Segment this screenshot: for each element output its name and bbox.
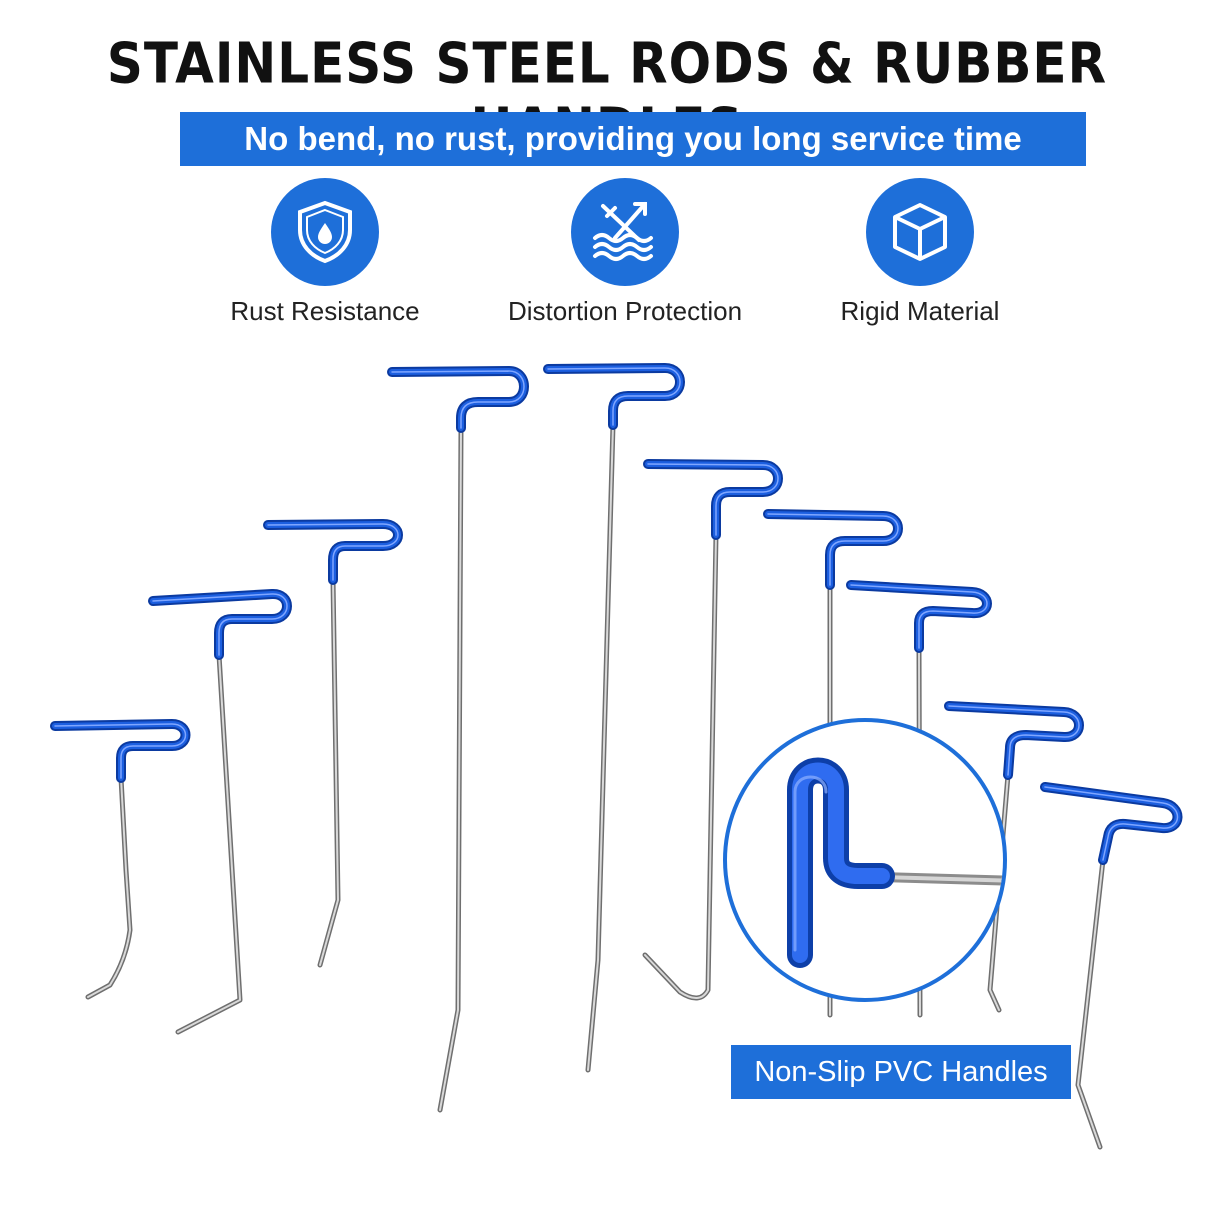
rod-shaft xyxy=(585,422,616,1073)
rod-shaft xyxy=(319,579,339,966)
rod-shaft xyxy=(587,424,614,1071)
rod-2 xyxy=(148,589,292,1035)
feature-distortion-protection: Distortion Protection xyxy=(485,178,765,327)
rod-shaft xyxy=(644,534,717,999)
waves-arrows-icon xyxy=(571,178,679,286)
rod-handle xyxy=(54,723,187,779)
rod-handle xyxy=(767,513,899,586)
feature-label: Rigid Material xyxy=(840,296,1000,326)
rod-shaft xyxy=(177,654,241,1033)
rod-handle xyxy=(391,370,525,429)
shield-droplet-icon xyxy=(271,178,379,286)
rod-shaft xyxy=(1075,857,1106,1150)
rod-shaft xyxy=(87,777,131,998)
rod-handle xyxy=(647,463,779,536)
rod-4 xyxy=(387,366,529,1113)
rod-shaft xyxy=(439,427,462,1111)
rod-5 xyxy=(543,363,685,1073)
rod-1 xyxy=(50,719,191,1000)
zoom-circle xyxy=(723,718,1007,1002)
rod-shaft xyxy=(1077,859,1104,1148)
feature-label: Distortion Protection xyxy=(507,296,743,326)
rod-handle xyxy=(267,523,399,581)
cube-icon xyxy=(866,178,974,286)
zoomed-handle xyxy=(787,757,1003,968)
zoom-caption: Non-Slip PVC Handles xyxy=(731,1045,1071,1099)
feature-label: Rust Resistance xyxy=(230,296,420,326)
feature-rust-resistance: Rust Resistance xyxy=(185,178,465,327)
rod-handle xyxy=(152,593,288,656)
rod-handle xyxy=(1044,786,1179,861)
rod-handle xyxy=(948,705,1080,776)
rod-10 xyxy=(1040,782,1183,1150)
rod-shaft xyxy=(642,532,719,1001)
rod-handle xyxy=(389,368,527,431)
rod-handle xyxy=(547,367,681,426)
rod-3 xyxy=(263,519,403,968)
feature-rigid-material: Rigid Material xyxy=(780,178,1060,327)
rod-6 xyxy=(642,459,783,1001)
rod-handle xyxy=(850,584,988,649)
rod-handle xyxy=(765,511,901,588)
tagline-banner: No bend, no rust, providing you long ser… xyxy=(180,112,1086,166)
